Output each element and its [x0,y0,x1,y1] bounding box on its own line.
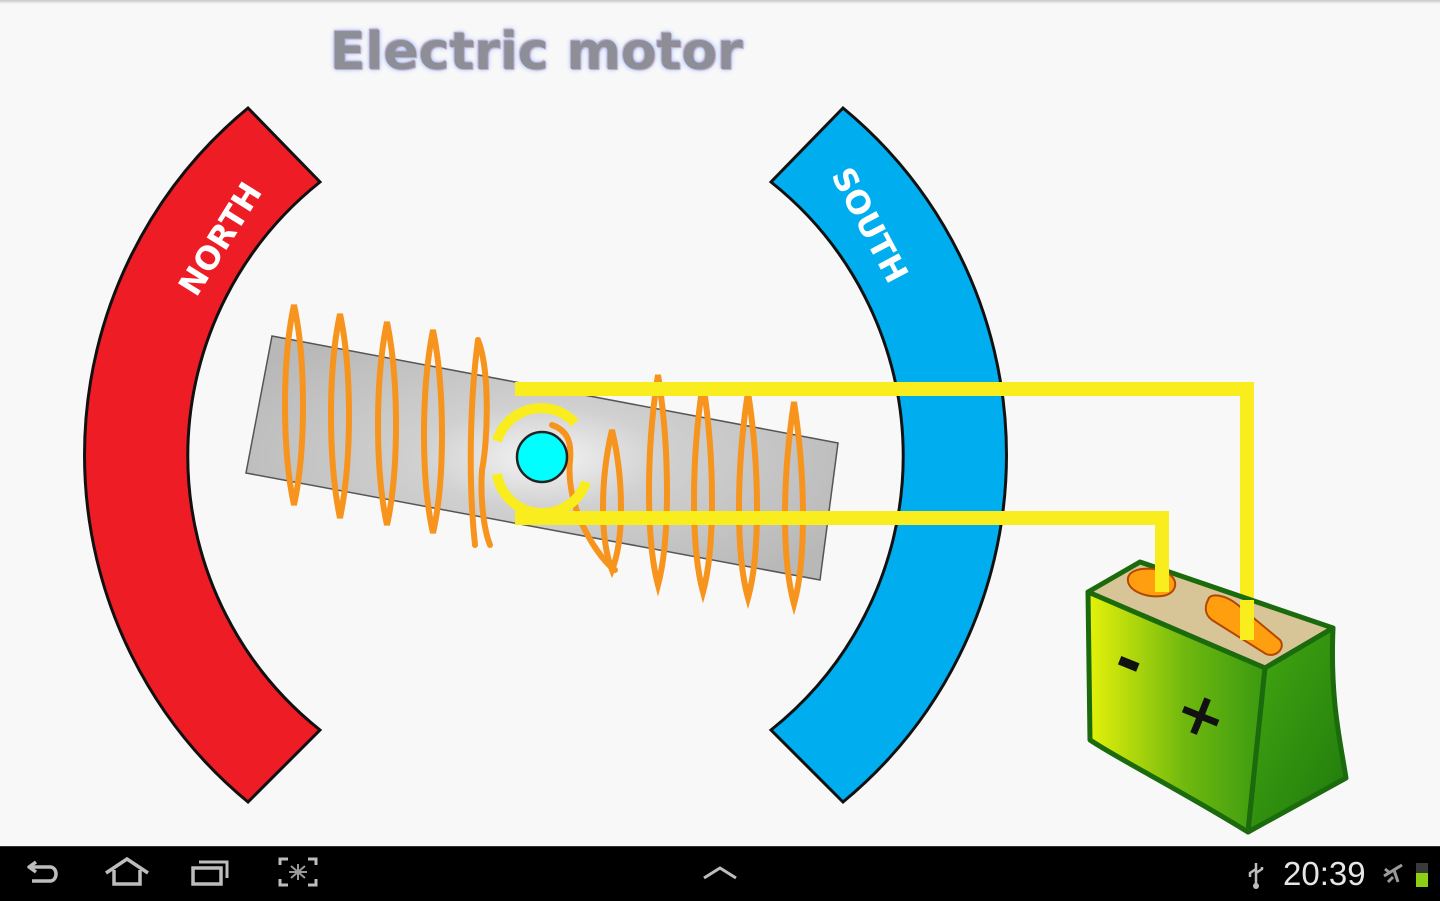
system-navigation-bar: 20:39 [0,846,1440,901]
home-button[interactable] [97,855,157,893]
home-icon [102,856,152,892]
screenshot-icon [277,856,319,892]
app-canvas: NORTH SOUTH [83,22,1349,835]
usb-icon [1246,861,1266,893]
back-icon [24,857,64,891]
airplane-icon [1381,862,1405,890]
battery-icon [1414,861,1430,893]
chevron-up-icon [700,862,740,886]
battery-front [1085,589,1268,835]
back-button[interactable] [14,855,74,893]
recent-apps-icon [189,856,233,892]
page-title: Electric motor [330,22,743,82]
north-magnet [83,105,323,805]
wire-positive [515,382,1254,632]
battery-side [1245,625,1349,835]
commutator [492,403,591,519]
screenshot-button[interactable] [268,855,328,893]
battery: - + [1085,559,1349,835]
axle [515,430,569,484]
coil-left [282,304,493,548]
status-clock: 20:39 [1283,855,1366,892]
south-magnet [768,105,1008,805]
top-shadow [0,0,1440,4]
motor-diagram: NORTH SOUTH [83,105,1349,835]
coil-right [549,374,806,616]
recent-apps-button[interactable] [181,855,241,893]
quick-launch-button[interactable] [690,855,750,893]
